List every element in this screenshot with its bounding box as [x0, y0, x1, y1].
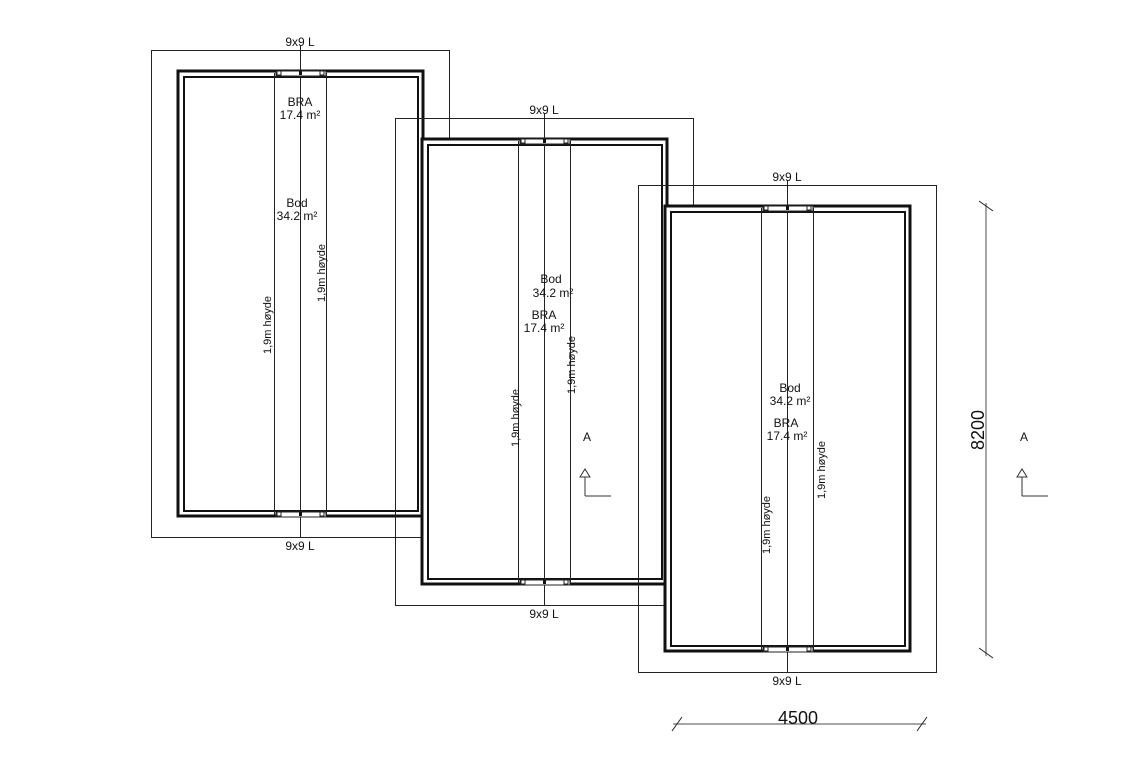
bra-label: BRA [532, 308, 557, 322]
height-note-left: 1,9m høyde [510, 389, 522, 447]
unit-size-top: 9x9 L [772, 170, 802, 184]
unit-size-bottom: 9x9 L [772, 674, 802, 688]
unit-2 [395, 113, 694, 606]
dimension-vertical: 8200 [968, 200, 994, 659]
bod-area: 34.2 m² [770, 394, 811, 408]
bra-area: 17.4 m² [767, 429, 808, 443]
opening-jamb [276, 70, 282, 76]
opening-jamb [763, 646, 769, 652]
height-note-left: 1,9m høyde [761, 496, 773, 554]
unit-size-top: 9x9 L [285, 35, 315, 49]
opening-jamb [806, 205, 812, 211]
section-label: A [1020, 430, 1028, 444]
height-note-right: 1,9m høyde [316, 244, 328, 302]
bod-area: 34.2 m² [533, 286, 574, 300]
bra-label: BRA [288, 95, 313, 109]
opening-post [786, 206, 789, 210]
height-note-left: 1,9m høyde [262, 296, 274, 354]
dimension-horizontal-label: 4500 [778, 708, 818, 728]
dimension-vertical-label: 8200 [968, 410, 988, 450]
unit-1 [151, 45, 450, 538]
opening-post [543, 580, 546, 584]
unit-size-top: 9x9 L [529, 103, 559, 117]
bod-area: 34.2 m² [277, 209, 318, 223]
opening-jamb [319, 511, 325, 517]
opening-jamb [319, 70, 325, 76]
height-note-right: 1,9m høyde [566, 336, 578, 394]
bod-label: Bod [540, 272, 561, 286]
bod-label: Bod [779, 381, 800, 395]
dimension-tick [978, 647, 994, 659]
opening-jamb [520, 138, 526, 144]
dimension-tick [916, 716, 928, 732]
unit-3 [638, 180, 937, 673]
opening-jamb [563, 579, 569, 585]
section-label: A [583, 430, 591, 444]
opening-jamb [763, 205, 769, 211]
dimension-horizontal: 4500 [671, 708, 928, 732]
opening-jamb [276, 511, 282, 517]
section-arrow-icon [579, 468, 591, 478]
bra-label: BRA [774, 416, 799, 430]
opening-jamb [806, 646, 812, 652]
section-marker: A [1016, 430, 1048, 497]
opening-post [299, 71, 302, 75]
bod-label: Bod [286, 196, 307, 210]
opening-jamb [520, 579, 526, 585]
opening-post [786, 647, 789, 651]
opening-jamb [563, 138, 569, 144]
bra-area: 17.4 m² [524, 321, 565, 335]
unit-size-bottom: 9x9 L [285, 539, 315, 553]
unit-size-bottom: 9x9 L [529, 607, 559, 621]
section-marker: A [579, 430, 611, 497]
section-arrow-icon [1016, 468, 1028, 478]
opening-post [299, 512, 302, 516]
opening-post [543, 139, 546, 143]
height-note-right: 1,9m høyde [816, 441, 828, 499]
dimension-tick [978, 200, 994, 212]
dimension-tick [671, 716, 683, 732]
bra-area: 17.4 m² [280, 108, 321, 122]
